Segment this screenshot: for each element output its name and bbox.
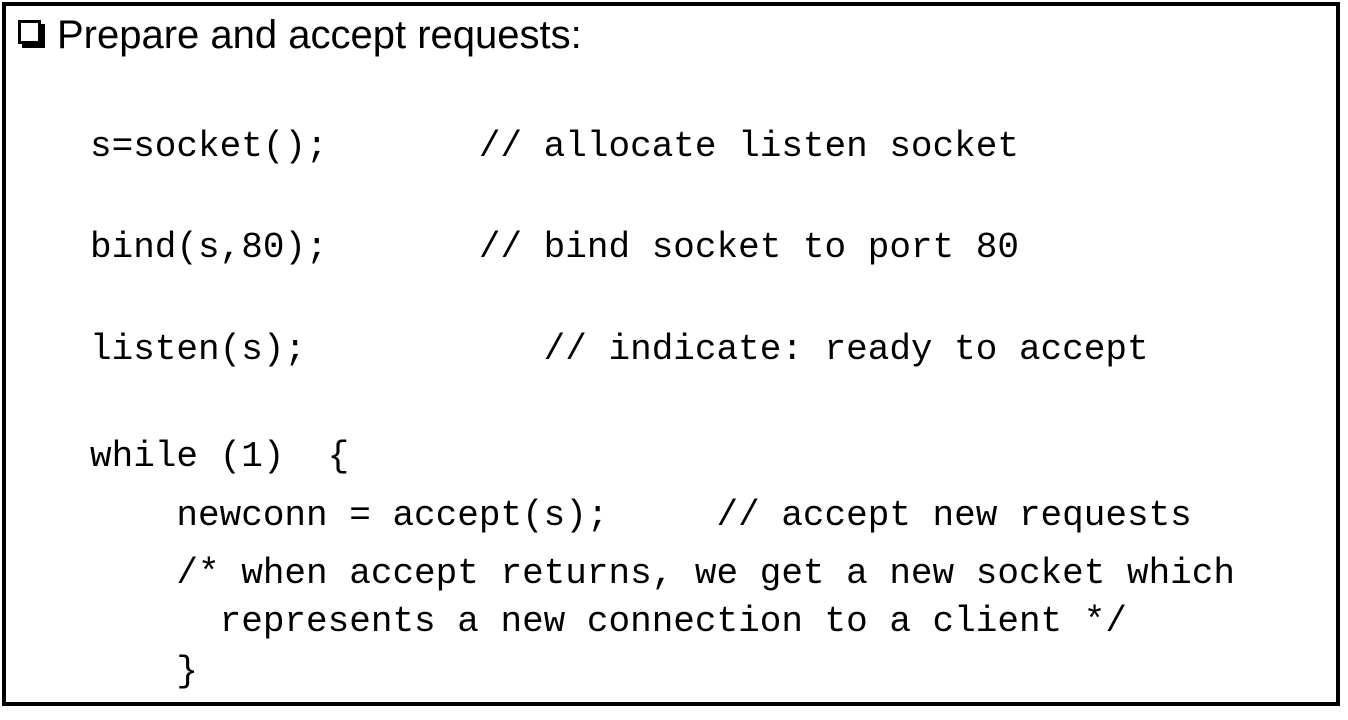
code-line-accept: newconn = accept(s); // accept new reque… — [90, 495, 1192, 536]
code-line-closing-brace: } — [90, 651, 199, 692]
code-line-bind: bind(s,80); // bind socket to port 80 — [90, 227, 1019, 268]
code-line-socket: s=socket(); // allocate listen socket — [90, 126, 1019, 167]
code-line-comment-2: represents a new connection to a client … — [90, 601, 1127, 642]
code-block: s=socket(); // allocate listen socket bi… — [6, 6, 1348, 720]
code-line-listen: listen(s); // indicate: ready to accept — [90, 329, 1149, 370]
shadowed-square-bullet-icon — [18, 20, 41, 44]
code-line-comment-1: /* when accept returns, we get a new soc… — [90, 553, 1235, 594]
code-line-while: while (1) { — [90, 436, 350, 477]
slide-title: Prepare and accept requests: — [57, 13, 582, 57]
slide-frame: Prepare and accept requests: s=socket();… — [2, 2, 1340, 706]
